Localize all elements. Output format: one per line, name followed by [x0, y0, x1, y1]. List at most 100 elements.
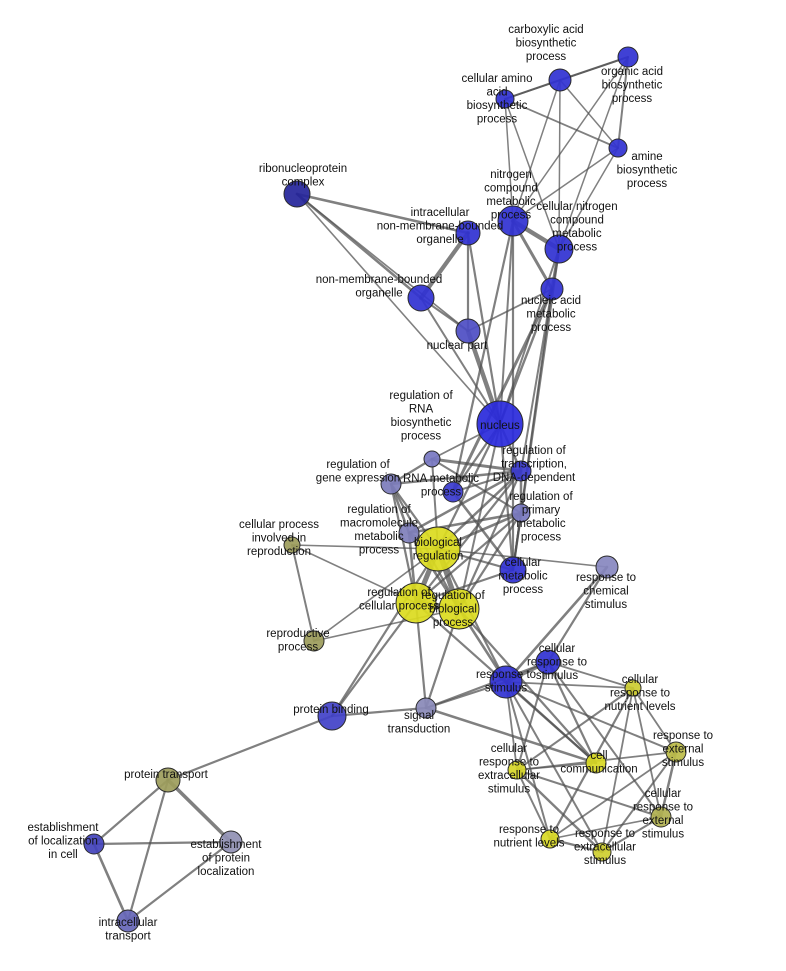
- label-rmm: macromolecule: [340, 518, 418, 530]
- node-cre[interactable]: cellular response to extracellular stimu…: [507, 760, 527, 780]
- node-cm[interactable]: cellular metabolic process: [499, 556, 527, 584]
- node-rn[interactable]: response to nutrient levels: [540, 829, 560, 849]
- label-rrb: biosynthetic: [391, 417, 452, 429]
- node-crs[interactable]: cellular response to stimulus: [535, 649, 561, 675]
- edge-crn--cre: [516, 687, 634, 771]
- edge-rm--cm: [451, 490, 515, 572]
- edge-rs--rn: [505, 681, 551, 840]
- node-rt[interactable]: regulation of transcription, DNA-depende…: [510, 460, 532, 482]
- label-rp: reproductive: [266, 628, 329, 640]
- node-epl[interactable]: establishment of protein localization: [219, 830, 243, 854]
- label-cm: cellular: [505, 557, 542, 569]
- node-cc[interactable]: cell communication: [585, 752, 607, 774]
- edge-rch--crs: [546, 565, 609, 664]
- edge-nu--rbp: [458, 423, 501, 610]
- edge-crn--crx: [632, 687, 662, 818]
- label-crx: stimulus: [642, 829, 684, 841]
- node-nc[interactable]: nitrogen compound metabolic process: [497, 205, 529, 237]
- label-br: regulation: [413, 551, 464, 563]
- node-elc[interactable]: establishment of localization in cell: [83, 833, 105, 855]
- edge-br--cpr: [291, 544, 439, 550]
- node-crx[interactable]: cellular response to external stimulus: [650, 806, 672, 828]
- node-st[interactable]: signal transduction: [415, 697, 437, 719]
- edge-rt--rmm: [407, 469, 523, 535]
- edge-rch--br: [437, 548, 608, 568]
- label-nmb: organelle: [355, 288, 402, 300]
- label-oa: biosynthetic: [602, 80, 663, 92]
- node-inmb[interactable]: intracellular non-membrane-bounded organ…: [455, 220, 481, 246]
- label-crn: response to: [610, 688, 670, 700]
- node-cpr[interactable]: cellular process involved in reproductio…: [283, 536, 301, 554]
- edge-rbp--rp: [313, 608, 460, 642]
- node-it[interactable]: intracellular transport: [116, 909, 140, 933]
- label-rex: external: [663, 744, 704, 756]
- node-na[interactable]: nucleic acid metabolic process: [540, 277, 564, 301]
- node-rxc[interactable]: response to extracellular stimulus: [592, 842, 612, 862]
- edge-caa--nc: [504, 98, 514, 222]
- node-br[interactable]: biological regulation: [415, 526, 461, 572]
- node-nu[interactable]: nucleus: [476, 400, 524, 448]
- node-rrb[interactable]: regulation of RNA biosynthetic process: [423, 450, 441, 468]
- label-rpm: regulation of: [509, 491, 573, 503]
- edge-crs--cc: [546, 660, 598, 765]
- node-np[interactable]: nuclear part: [455, 318, 481, 344]
- node-rs[interactable]: response to stimulus: [489, 665, 523, 699]
- node-rm[interactable]: RNA metabolic process: [442, 481, 464, 503]
- label-elc: establishment: [28, 822, 100, 834]
- edge-rnp--nu: [296, 193, 501, 425]
- node-nmb[interactable]: non-membrane-bounded organelle: [407, 284, 435, 312]
- edge-caa--cnc: [504, 98, 560, 250]
- label-rt: regulation of: [502, 445, 566, 457]
- label-nc: nitrogen: [490, 169, 532, 181]
- edge-rex--rn: [549, 751, 677, 840]
- label-cpr: cellular process: [239, 519, 319, 531]
- edge-ca--nc: [512, 79, 561, 222]
- label-crn: cellular: [622, 674, 659, 686]
- node-rpm[interactable]: regulation of primary metabolic process: [511, 503, 531, 523]
- label-rpm: primary: [522, 505, 561, 517]
- node-oa[interactable]: organic acid biosynthetic process: [617, 46, 639, 68]
- label-rmm: metabolic: [354, 531, 403, 543]
- node-rch[interactable]: response to chemical stimulus: [595, 555, 619, 579]
- label-rex: response to: [653, 730, 713, 742]
- label-rch: response to: [576, 572, 636, 584]
- edge-cre--crx: [516, 769, 662, 818]
- edge-crs--crn: [547, 661, 634, 689]
- node-rnp[interactable]: ribonucleoprotein complex: [283, 180, 311, 208]
- label-rp: process: [278, 642, 319, 654]
- label-cc: communication: [560, 764, 637, 776]
- node-rcp[interactable]: regulation of cellular process: [395, 582, 437, 624]
- node-rmm[interactable]: regulation of macromolecule metabolic pr…: [398, 522, 420, 544]
- label-pb: protein binding: [293, 704, 368, 716]
- edge-oa--am: [617, 56, 629, 149]
- edge-crn--rxc: [601, 687, 634, 853]
- node-am[interactable]: amine biosynthetic process: [608, 138, 628, 158]
- label-elc: of localization: [28, 836, 98, 848]
- label-rge: gene expression: [316, 473, 400, 485]
- label-cc: cell: [590, 750, 607, 762]
- node-crn[interactable]: cellular response to nutrient levels: [624, 679, 642, 697]
- node-rbp[interactable]: regulation of biological process: [438, 588, 480, 630]
- label-rxc: response to: [575, 828, 635, 840]
- node-rex[interactable]: response to external stimulus: [665, 741, 687, 763]
- node-pb[interactable]: protein binding: [317, 701, 347, 731]
- label-am: process: [627, 178, 668, 190]
- label-rxc: extracellular: [574, 842, 636, 854]
- node-rge[interactable]: regulation of gene expression: [380, 473, 402, 495]
- node-cnc[interactable]: cellular nitrogen compound metabolic pro…: [544, 234, 574, 264]
- label-cre: response to: [479, 757, 539, 769]
- edge-crs--st: [424, 660, 550, 710]
- node-caa[interactable]: cellular amino acid biosynthetic process: [495, 89, 515, 109]
- label-cnc: process: [557, 242, 598, 254]
- node-pt[interactable]: protein transport: [155, 767, 181, 793]
- edge-rex--crx: [659, 750, 678, 819]
- label-cre: extracellular: [478, 770, 540, 782]
- label-nc: compound: [484, 183, 538, 195]
- node-ca[interactable]: carboxylic acid biosynthetic process: [548, 68, 572, 92]
- edge-inmb--nu: [466, 231, 502, 426]
- edge-st--cc: [424, 706, 598, 765]
- node-rp[interactable]: reproductive process: [303, 630, 325, 652]
- label-it: intracellular: [99, 917, 158, 929]
- edge-nc--rm: [451, 219, 515, 494]
